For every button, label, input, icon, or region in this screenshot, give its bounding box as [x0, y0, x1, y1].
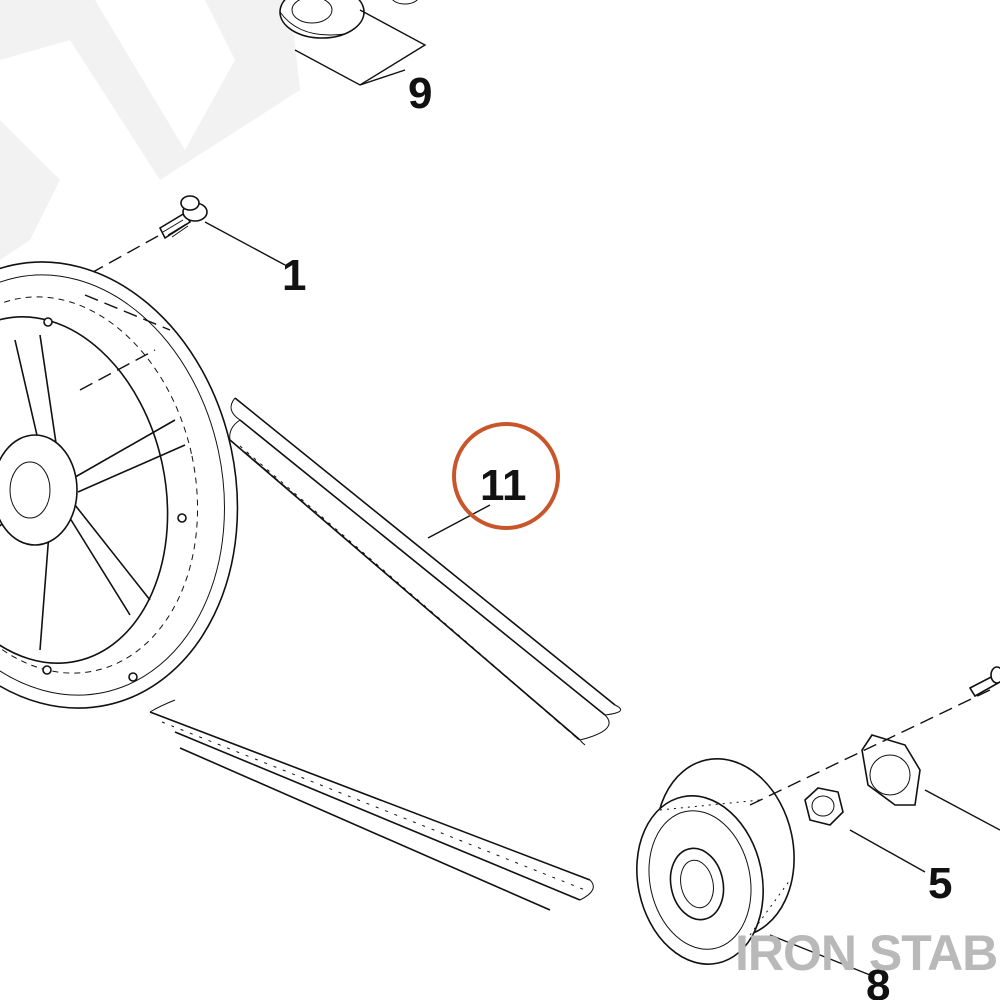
leader-plate: [924, 789, 1000, 831]
leader-5: [849, 829, 926, 873]
part-8-front-pulley: [636, 758, 795, 965]
watermark-text: IRON STABLE: [735, 925, 1000, 981]
drive-belt-upper: [229, 397, 622, 746]
assembly-axis-line: [749, 689, 991, 806]
part-1-bolt: [74, 195, 208, 283]
rear-pulley: [0, 261, 239, 709]
leader-9: [294, 9, 427, 86]
leader-11: [427, 504, 491, 539]
callout-8: 8: [866, 961, 890, 1000]
lock-plate: [861, 734, 921, 806]
callout-1: 1: [282, 251, 306, 300]
leader-1: [204, 221, 286, 266]
part-small-bolt: [968, 666, 1000, 698]
callout-5: 5: [928, 859, 952, 908]
callout-11-highlight-circle: [452, 422, 560, 530]
leader-8: [769, 934, 871, 976]
callout-9: 9: [408, 69, 432, 118]
callout-11: 11: [480, 461, 527, 510]
part-5-nut: [804, 787, 844, 826]
background-logo-shape: [0, 0, 300, 260]
drive-belt-lower: [149, 699, 594, 911]
part-9-gear: [279, 0, 418, 39]
